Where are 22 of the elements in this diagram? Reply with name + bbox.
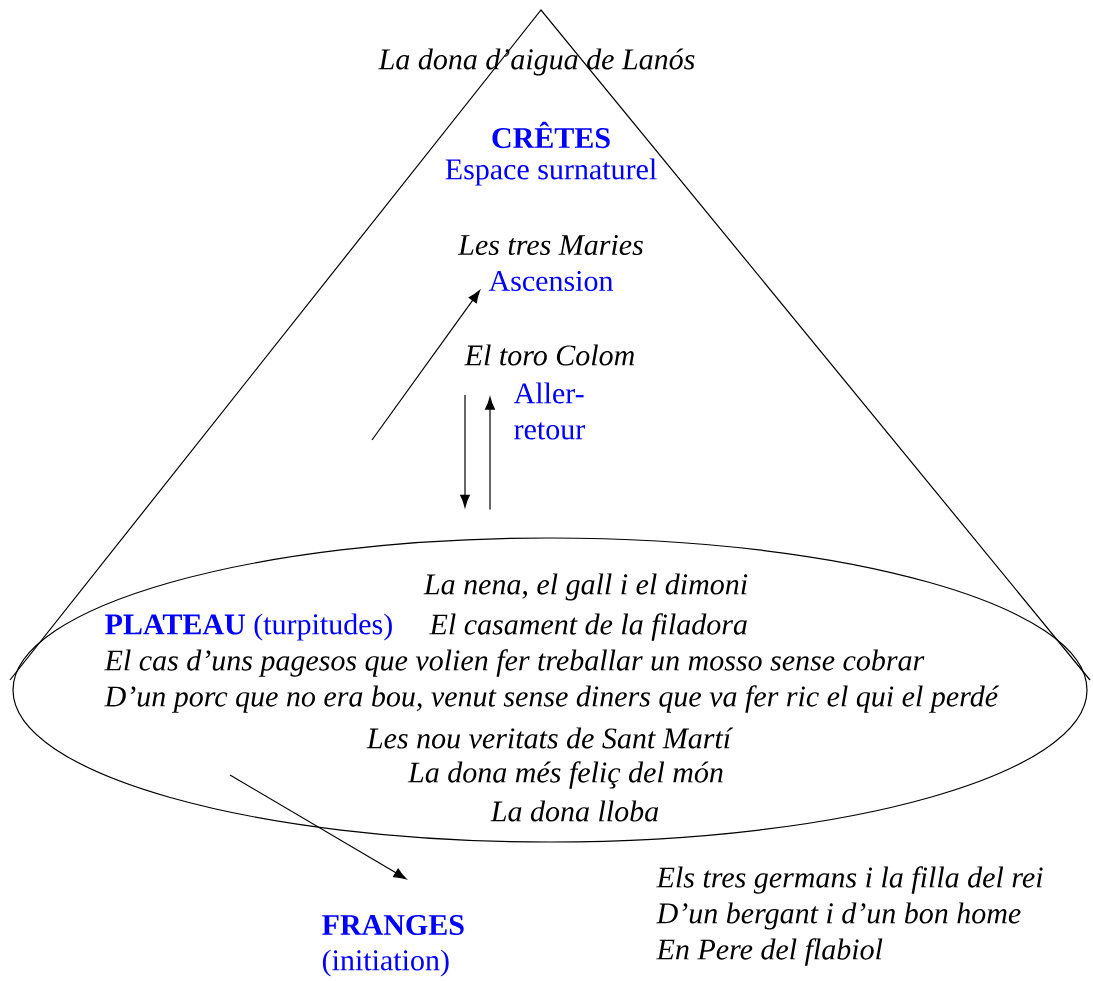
- story-title: La dona lloba: [490, 800, 659, 822]
- story-title: En Pere del flabiol: [656, 938, 883, 966]
- zone-label: Ascension: [488, 270, 614, 292]
- story-title: Les nou veritats de Sant Martí: [366, 727, 734, 749]
- arrow: [460, 394, 470, 508]
- arrow: [371, 290, 481, 441]
- story-title: D’un bergant i d’un bon home: [656, 902, 1021, 930]
- story-title: Les tres Maries: [457, 234, 643, 256]
- zone-title: FRANGES: [322, 914, 464, 936]
- arrow: [485, 396, 495, 510]
- story-title: D’un porc que no era bou, venut sense diners que va fer ric el qui el perdé: [104, 685, 1000, 713]
- story-title: El toro Colom: [464, 344, 634, 366]
- zone-label: (initiation): [322, 949, 449, 977]
- story-title: El casament de la filadora: [429, 613, 747, 641]
- story-title: La dona més feliç del món: [407, 761, 723, 789]
- zone-label: Aller- retour: [513, 382, 585, 440]
- zone-title: CRÊTES: [492, 121, 610, 149]
- story-title: El cas d’uns pagesos que volien fer treballar un mosso sense cobrar: [104, 649, 925, 677]
- arrow: [229, 774, 407, 880]
- story-title: La nena, el gall i el dimoni: [423, 573, 748, 601]
- zone-label: Espace surnaturel: [445, 158, 657, 186]
- zone-label: PLATEAU (turpitudes): [105, 613, 392, 641]
